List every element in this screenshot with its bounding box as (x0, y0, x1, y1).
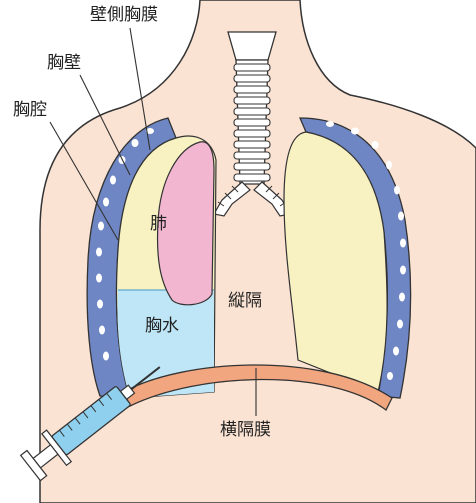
label-diaphragm: 横隔膜 (220, 422, 271, 439)
label-pleural-cavity: 胸腔 (13, 102, 47, 119)
label-pleural-effusion: 胸水 (145, 318, 179, 335)
label-mediastinum: 縦隔 (228, 293, 262, 310)
label-parietal-pleura: 壁側胸膜 (90, 7, 158, 24)
label-lung: 肺 (150, 216, 167, 233)
label-chest-wall: 胸壁 (47, 55, 81, 72)
